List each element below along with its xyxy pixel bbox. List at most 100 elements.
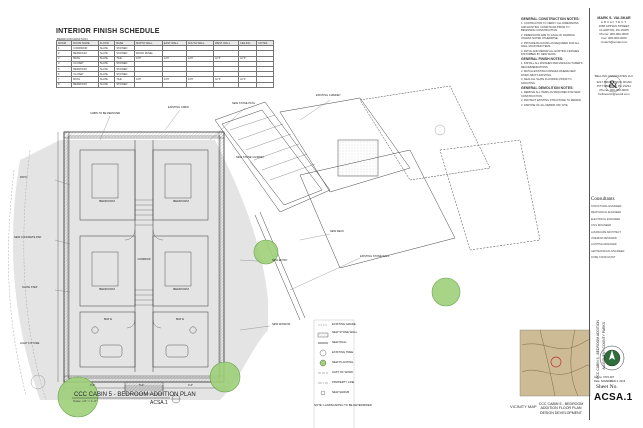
firm-phone: Phone: 000-000-0000: [599, 32, 629, 36]
consultant-entry: GEOTECHNICAL ENGINEER: [591, 249, 625, 253]
firm-address-line: CLAIRTON, PA 15025: [599, 28, 629, 32]
plan-note: NEW CONCRETE PAD: [14, 236, 42, 239]
job-number: Job no. 0715-027: [594, 376, 615, 379]
plan-note: CABIN TO BE REMOVED: [90, 112, 121, 115]
sheet-description-line: CCC CABIN 5 - BEDROOM: [538, 402, 584, 406]
consultant-entry: CIVIL ENGINEER: [591, 224, 611, 228]
trees: [30, 124, 461, 418]
owner-name-vertical: ALLEGHENY COUNTY PARKS: [602, 322, 606, 370]
table-cell: [185, 81, 215, 88]
tree: [434, 124, 446, 136]
consultant-entry: STRUCTURAL ENGINEER: [591, 205, 622, 208]
consultant-entry: ELECTRICAL ENGINEER: [591, 217, 621, 221]
plan-title-marker: [72, 394, 181, 404]
site-shading: [12, 140, 268, 400]
legend-entry: NEW PLANTING: [332, 360, 354, 364]
consultant-entry: INTERIOR DESIGNER: [591, 236, 617, 240]
room-label: BEDROOM: [173, 199, 189, 203]
note-item: 3. SEAL ALL SLATE FLOORING PRIOR TO GROU…: [521, 78, 572, 85]
notes-column: GENERAL CONSTRUCTION NOTES: 1. CONTRACTO…: [521, 16, 583, 109]
tree: [253, 239, 279, 265]
dimension-label: 4'-0": [90, 384, 96, 387]
legend-symbols: [313, 319, 355, 428]
project-name-vertical: CCC CABIN 5 - BEDROOM ADDITION: [596, 320, 600, 379]
room-label: BEDROOM: [173, 287, 189, 291]
schedule-title: INTERIOR FINISH SCHEDULE: [56, 28, 160, 35]
schedule-subtitle: BEDROOM ADDITION: [57, 37, 88, 41]
room-label: BATH: [176, 317, 184, 321]
north-arrow: [599, 345, 625, 371]
legend-entry: PROPERTY LINE: [332, 380, 355, 384]
table-cell: 8: [55, 81, 73, 88]
legend-entry: EXISTING GRADE: [332, 322, 356, 326]
consultant-entry: MECHANICAL ENGINEER: [591, 211, 622, 215]
table-cell: STAINED: [114, 81, 135, 88]
plan-scale: Scale: 1/4" = 1'-0": [73, 399, 97, 403]
plan-title: CCC CABIN 5 - BEDROOM ADDITION PLAN: [74, 392, 196, 398]
dimension-label: 5'-0": [139, 384, 145, 387]
partner-email: bellinoarch@email.com: [598, 92, 630, 96]
plan-note: NEW ENTRY: [272, 259, 288, 262]
note-item: 2. DIMENSIONS ARE TO FACE OF FRAMING UNL…: [521, 33, 575, 40]
sheet-description-line: ADDITION FLOOR PLAN: [540, 406, 582, 411]
vicinity-map-label: VICINITY MAP: [510, 404, 537, 409]
note-item: 3. PROVIDE BLOCKING AS REQUIRED FOR ALL …: [521, 41, 580, 48]
firm-address-line: 1066 APPIAN STREET: [598, 24, 630, 28]
tree: [209, 361, 241, 393]
table-cell: [256, 81, 274, 88]
partner-phone: Phone: 000-000-0000: [599, 88, 629, 92]
note-item: 1. CONTRACTOR TO VERIFY ALL DIMENSIONS A…: [521, 22, 579, 32]
plan-note: NEW STONE CHIMNEY: [236, 156, 265, 159]
plan-note: EXISTING CABIN: [168, 106, 189, 109]
plan-note: NEW STONE PATH: [232, 102, 255, 105]
tree: [431, 277, 461, 307]
vicinity-map: [519, 329, 591, 397]
note-item: 1. REMOVE ALL ITEMS AS REQUIRED FOR NEW …: [521, 91, 581, 98]
grade-line: [8, 169, 27, 396]
tree: [57, 376, 99, 418]
firm-fax: Fax: 000-000-0000: [601, 36, 627, 40]
consultants-list: STRUCTURAL ENGINEER MECHANICAL ENGINEER …: [591, 205, 635, 263]
issue-date: Date: NOVEMBER 4, 2016: [594, 380, 626, 383]
tree: [30, 374, 46, 390]
legend-entry: NEW SHRUB: [332, 390, 350, 394]
room-label: BEDROOM: [99, 287, 115, 291]
firm-email: mvarch@email.com: [600, 40, 628, 44]
plan-note: EXISTING CHIMNEY: [316, 94, 341, 97]
legend-entry: NEW STONE WALL: [332, 330, 358, 334]
sheet-number: ACSA.1: [594, 392, 633, 403]
note-item: 1. INSTALL ALL FINISHES PER MANUFACTURER…: [521, 62, 583, 69]
consultant-entry: LANDSCAPE ARCHITECT: [591, 230, 622, 234]
legend-entry: NOTE: LANDSCAPING TO BE DETERMINED: [314, 403, 372, 407]
notes-heading: GENERAL CONSTRUCTION NOTES:: [521, 17, 580, 21]
plan-sheet-ref: ACSA.1: [150, 400, 168, 406]
firm-name: MARK S. VALSKAR: [597, 16, 631, 20]
plan-note: NEW WINDOW: [272, 323, 291, 326]
svg-text:&: &: [608, 77, 618, 91]
room-label: CORRIDOR: [137, 258, 151, 261]
table-cell: [238, 81, 258, 88]
addition-walls: [63, 131, 225, 395]
plan-note: LIGHT FIXTURE: [20, 342, 40, 345]
plan-note: SLATE STEP: [22, 286, 38, 289]
plan-note: NEW DECK: [330, 230, 344, 233]
existing-cabin: [214, 85, 541, 321]
title-block: [589, 8, 638, 420]
firm-logo: &: [604, 75, 622, 93]
firm-role: ARCHITECT: [600, 20, 628, 24]
firm-info: MARK S. VALSKAR ARCHITECT 1066 APPIAN ST…: [592, 16, 636, 96]
partner-address-line: 3217 BRUNSWICK ROAD: [596, 80, 632, 84]
notes-heading: GENERAL FINISH NOTES:: [521, 57, 564, 62]
legend-entry: EXISTING TREE: [332, 350, 354, 354]
note-item: 4. PATCH AND REPAIR ALL EXISTING FINISHE…: [521, 49, 580, 56]
legend-entry: LIMIT OF WORK: [332, 370, 354, 374]
dimension-label: 4'-0": [188, 384, 194, 387]
plan-note: PATIO: [20, 176, 28, 179]
notes-heading: GENERAL DEMOLITION NOTES:: [521, 86, 574, 90]
note-item: 3. DISPOSE OF ALL DEBRIS OFF SITE.: [521, 103, 569, 107]
consultant-entry: CODE CONSULTANT: [591, 256, 616, 260]
